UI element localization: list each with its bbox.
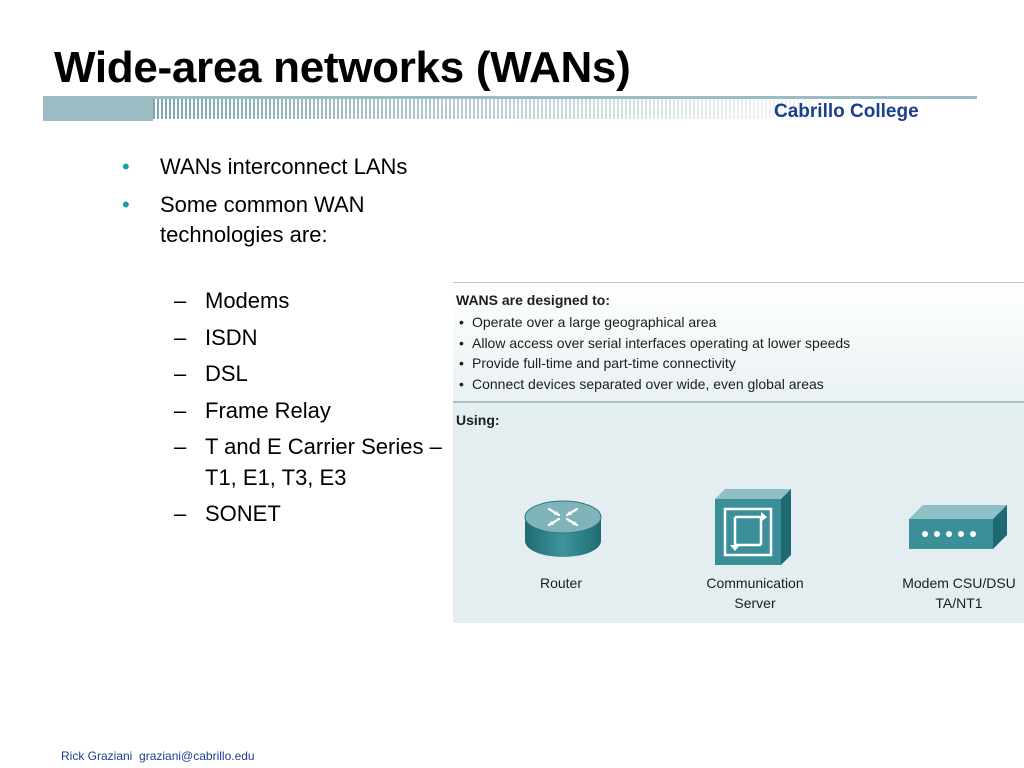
sub-bullet-item: –SONET	[174, 499, 444, 530]
sub-bullet-item: –Frame Relay	[174, 396, 444, 427]
dash-icon: –	[174, 397, 187, 423]
router-icon	[524, 500, 602, 557]
bullet-dot-icon: •	[122, 154, 130, 179]
sub-bullet-item: –ISDN	[174, 323, 444, 354]
figure-item: Connect devices separated over wide, eve…	[456, 374, 850, 395]
header-band-line	[43, 96, 977, 99]
modem-icon	[909, 505, 1007, 549]
bullet-text: WANs interconnect LANs	[160, 154, 408, 179]
figure-item: Allow access over serial interfaces oper…	[456, 333, 850, 354]
modem-label-line1: Modem CSU/DSU	[902, 575, 1016, 591]
sub-bullet-text: T and E Carrier Series – T1, E1, T3, E3	[205, 434, 442, 490]
slide-title: Wide-area networks (WANs)	[54, 43, 631, 92]
dash-icon: –	[174, 288, 187, 313]
bullet-text: Some common WAN technologies are:	[160, 191, 365, 248]
communication-label-line1: Communication	[706, 575, 804, 591]
communication-label-line2: Server	[734, 595, 776, 611]
bullet-list: • WANs interconnect LANs • Some common WAN…	[120, 152, 440, 258]
wan-figure: WANS are designed to: Operate over a lar…	[453, 282, 1024, 623]
communication-server-icon	[715, 489, 791, 565]
dash-icon: –	[174, 324, 187, 350]
sub-bullet-item: –Modems	[174, 286, 444, 317]
header-band	[43, 96, 977, 122]
sub-bullet-text: DSL	[205, 361, 248, 386]
header-band-stripes	[153, 99, 813, 119]
figure-heading: WANS are designed to:	[456, 292, 611, 308]
sub-bullet-text: Frame Relay	[205, 397, 331, 423]
router-label: Router	[539, 575, 583, 591]
sub-bullet-text: ISDN	[205, 324, 258, 350]
figure-item: Operate over a large geographical area	[456, 312, 850, 333]
sub-bullet-list: –Modems –ISDN –DSL –Frame Relay –T and E…	[174, 286, 444, 536]
footer-credit: Rick Graziani graziani@cabrillo.edu	[61, 749, 255, 763]
bullet-item: • WANs interconnect LANs	[120, 152, 440, 183]
figure-item-list: Operate over a large geographical area A…	[456, 312, 850, 394]
bullet-item: • Some common WAN technologies are:	[120, 190, 440, 251]
header-band-block	[43, 99, 153, 119]
modem-label-line2: TA/NT1	[935, 595, 983, 611]
bullet-dot-icon: •	[122, 191, 130, 217]
sub-bullet-text: Modems	[205, 288, 290, 313]
sub-bullet-item: –DSL	[174, 359, 444, 390]
modem-label: Modem CSU/DSU TA/NT1	[879, 573, 1024, 613]
dash-icon: –	[174, 434, 187, 459]
figure-using-label: Using:	[456, 412, 500, 428]
header-band-underline	[43, 119, 153, 121]
sub-bullet-item: –T and E Carrier Series – T1, E1, T3, E3	[174, 432, 444, 493]
figure-item: Provide full-time and part-time connecti…	[456, 353, 850, 374]
college-logo-text: Cabrillo College	[774, 101, 919, 122]
sub-bullet-text: SONET	[205, 501, 281, 526]
dash-icon: –	[174, 501, 187, 526]
dash-icon: –	[174, 361, 187, 386]
